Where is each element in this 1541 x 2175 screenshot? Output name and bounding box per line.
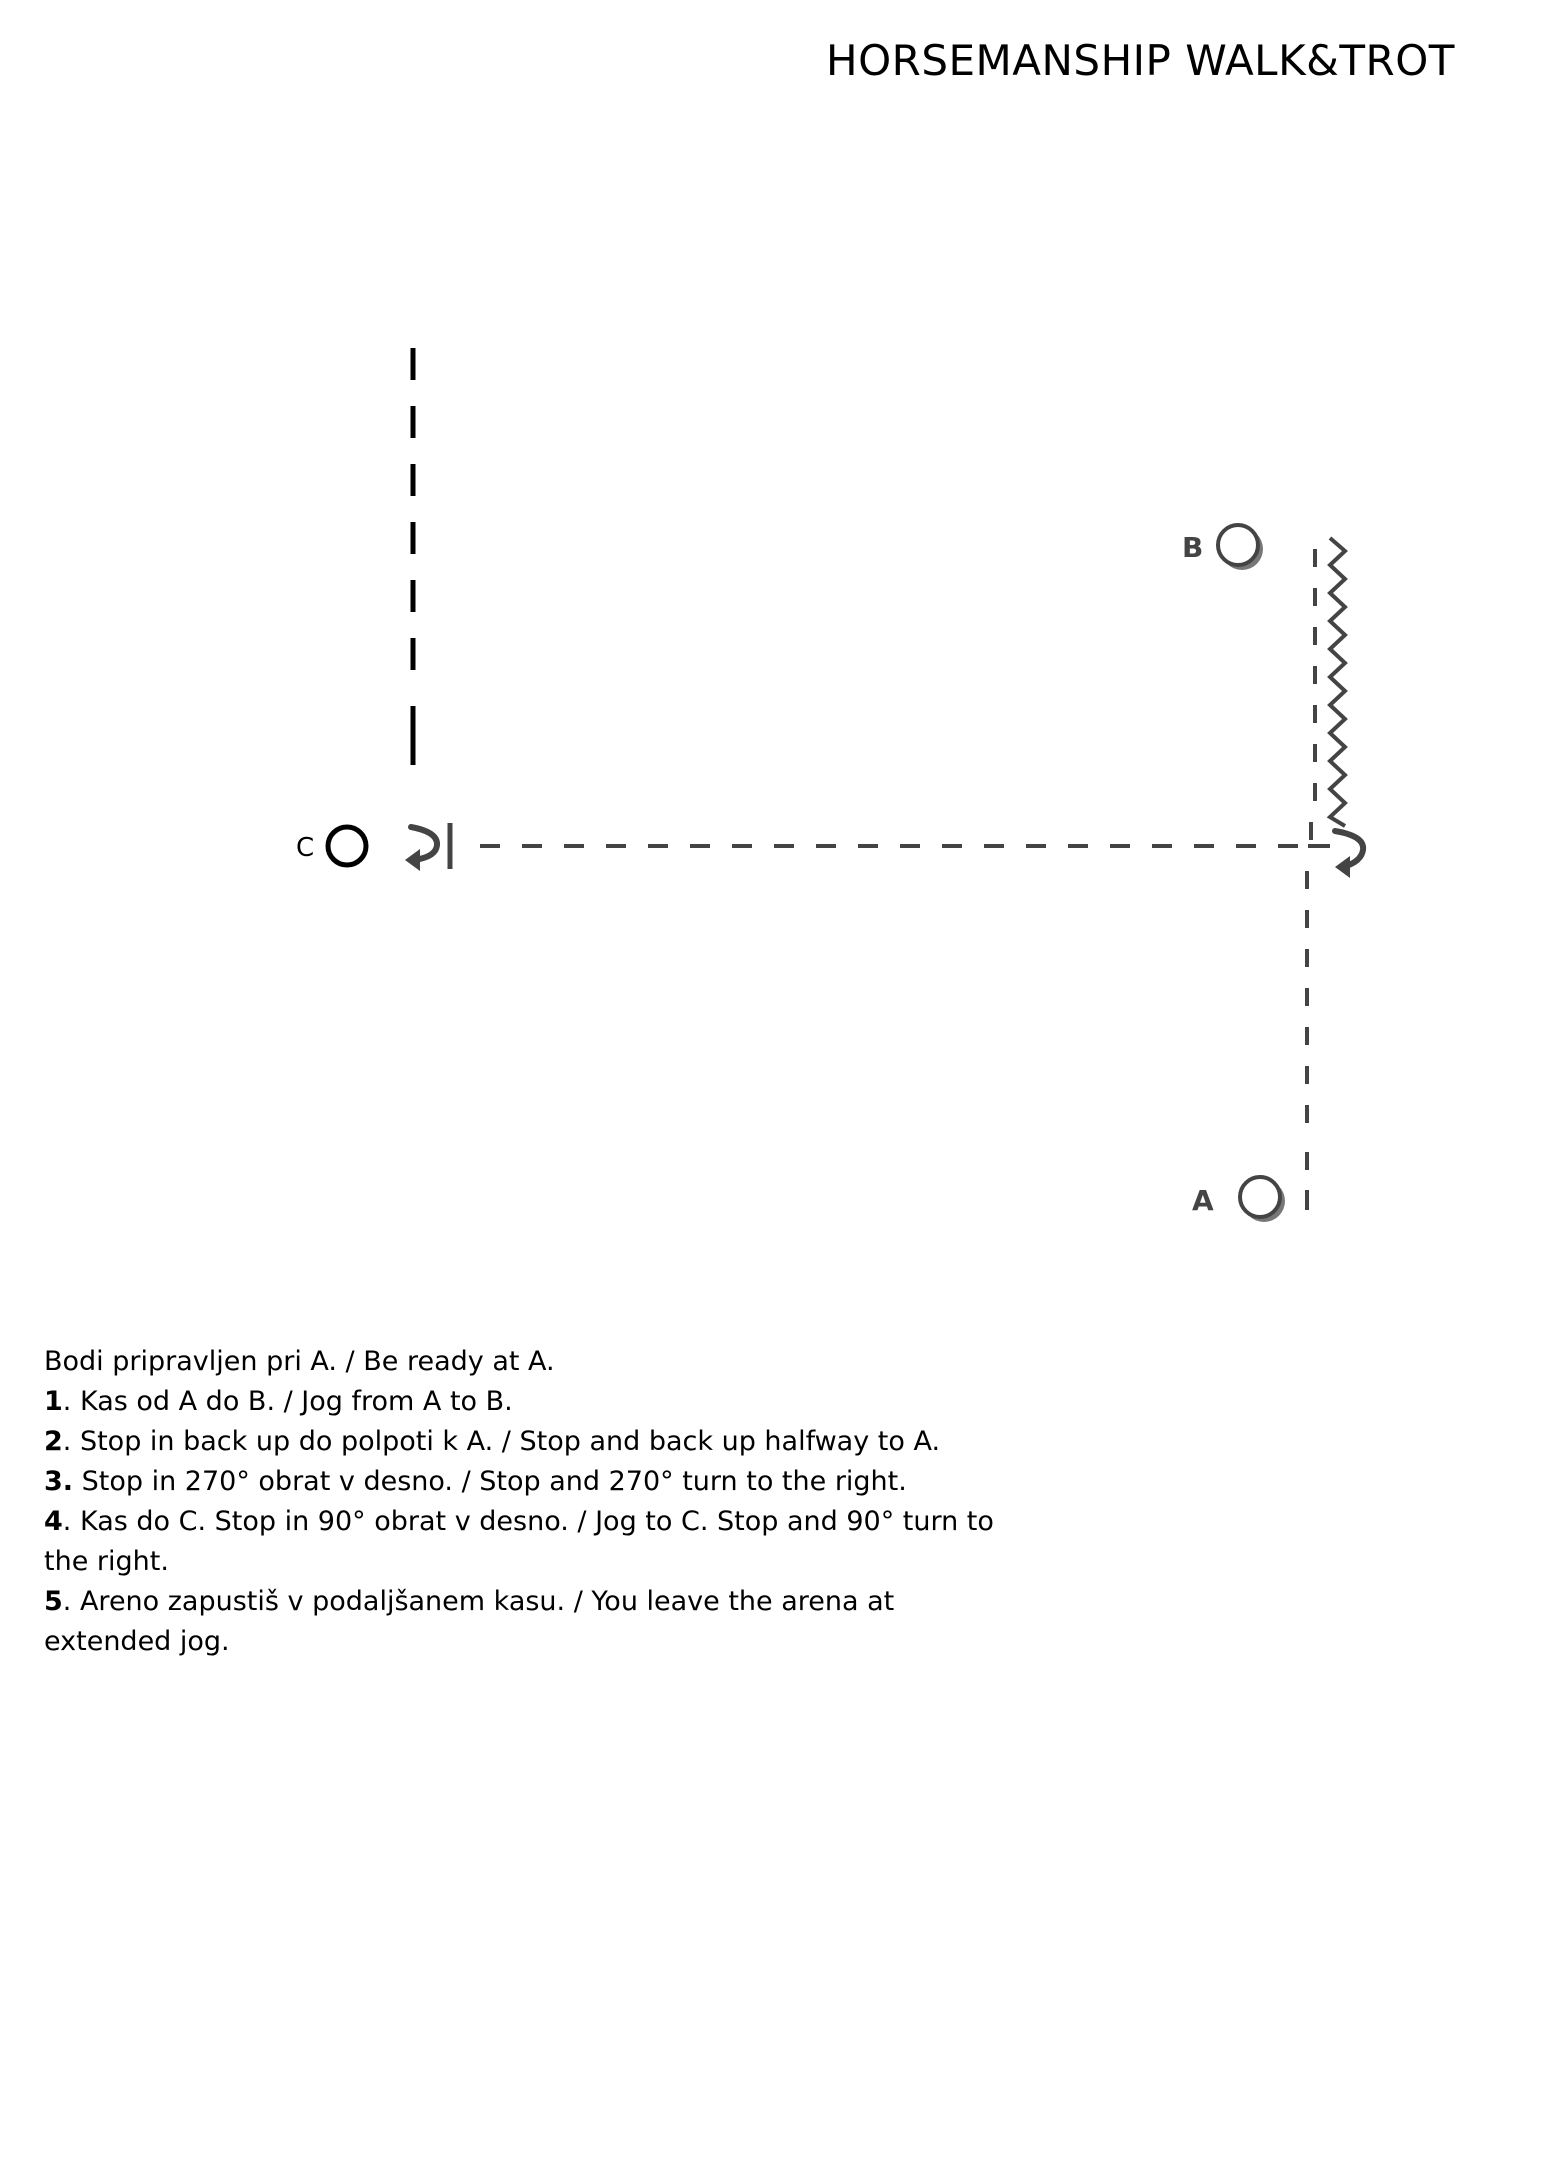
instruction-step: 2. Stop in back up do polpoti k A. / Sto… [44, 1422, 1024, 1462]
instruction-intro: Bodi pripravljen pri A. / Be ready at A. [44, 1346, 555, 1377]
step-number: 2 [44, 1426, 63, 1457]
marker-c-cone [325, 824, 369, 868]
instruction-step: 4. Kas do C. Stop in 90° obrat v desno. … [44, 1502, 1024, 1582]
marker-b-label: B [1182, 531, 1203, 564]
step-number: 1 [44, 1386, 63, 1417]
marker-a-label: A [1192, 1184, 1214, 1217]
instruction-step: 5. Areno zapustiš v podaljšanem kasu. / … [44, 1582, 1024, 1662]
back-up-zigzag [1326, 536, 1348, 828]
step-text: . Areno zapustiš v podaljšanem kasu. / Y… [44, 1586, 895, 1657]
page-title: HORSEMANSHIP WALK&TROT [826, 36, 1455, 85]
step-number: 3. [44, 1466, 74, 1497]
step-number: 5 [44, 1586, 63, 1617]
turn-90-arrowhead-icon [405, 849, 420, 871]
turn-90-arrow-icon [408, 824, 440, 863]
instruction-step: 3. Stop in 270° obrat v desno. / Stop an… [44, 1462, 1024, 1502]
jog-a-to-b-path [1305, 549, 1317, 1210]
step-text: Stop in 270° obrat v desno. / Stop and 2… [73, 1466, 907, 1497]
step-text: . Kas do C. Stop in 90° obrat v desno. /… [44, 1506, 994, 1577]
marker-b-cone [1216, 523, 1260, 567]
pattern-diagram: C B A [296, 348, 1367, 1222]
marker-a-cone [1238, 1175, 1282, 1219]
marker-c-label: C [296, 833, 314, 863]
turn-270-arrowhead-icon [1335, 856, 1350, 878]
instruction-step: 1. Kas od A do B. / Jog from A to B. [44, 1382, 1024, 1422]
turn-270-arrow-icon [1332, 828, 1367, 870]
pattern-instructions: Bodi pripravljen pri A. / Be ready at A.… [44, 1342, 1024, 1662]
step-number: 4 [44, 1506, 63, 1537]
step-text: . Stop in back up do polpoti k A. / Stop… [62, 1426, 941, 1457]
step-text: . Kas od A do B. / Jog from A to B. [62, 1386, 513, 1417]
